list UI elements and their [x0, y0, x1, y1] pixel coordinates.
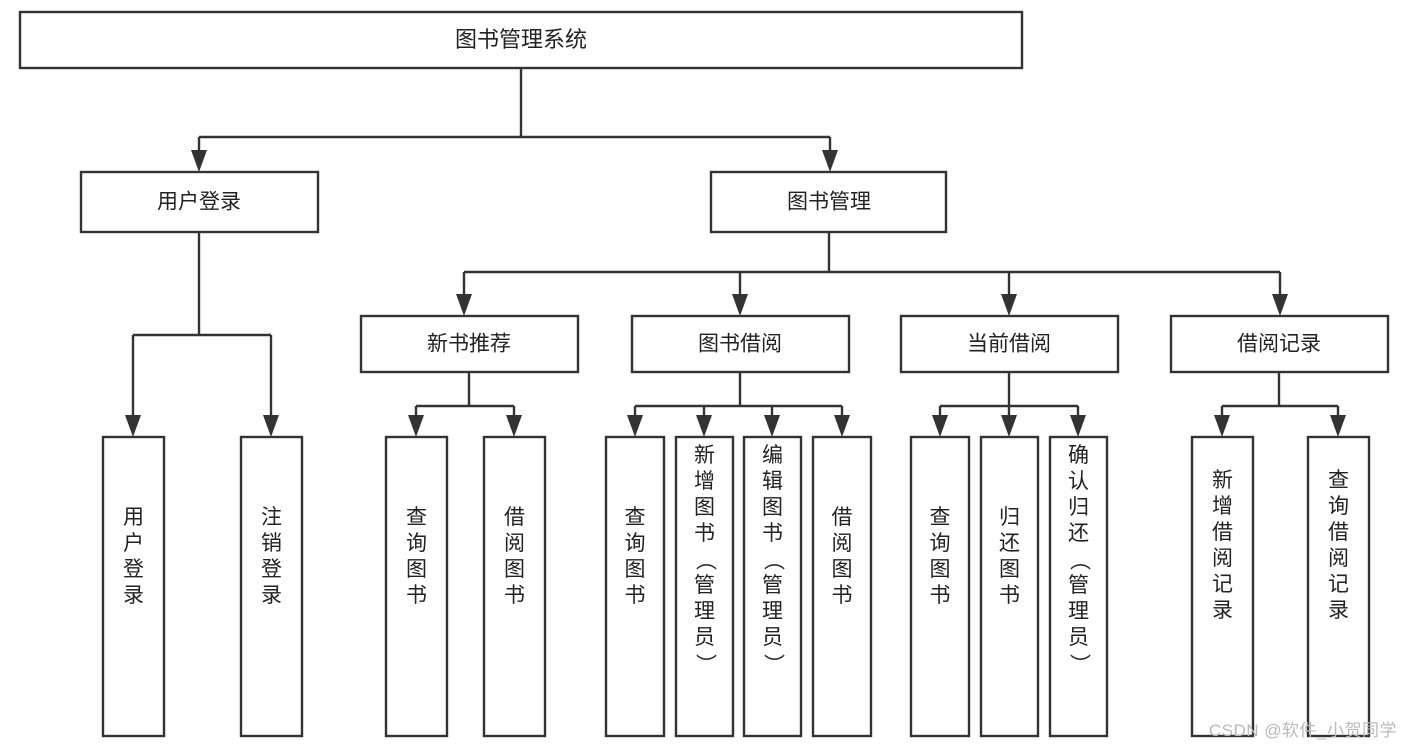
arrowhead-user-login: [191, 150, 207, 172]
arrowhead-leaf-confirm-return-admin: [1070, 415, 1086, 437]
node-book-borrow-box[interactable]: [630, 314, 851, 374]
leaf-box-add-borrow-record[interactable]: [1190, 435, 1255, 738]
connector-borrow-record-to-leaves: [1214, 372, 1346, 437]
node-user-login[interactable]: 用户登录: [79, 170, 320, 234]
leaf-box-query-book-2[interactable]: [604, 435, 666, 738]
connector-current-borrow-to-leaves: [932, 372, 1086, 437]
arrowhead-leaf-query-book-1: [408, 415, 424, 437]
connector-book-borrow-to-leaves: [627, 372, 850, 437]
arrowhead-leaf-query-book-2: [627, 415, 643, 437]
node-current-borrow-label: 当前借阅: [967, 333, 1051, 356]
leaf-box-user-login[interactable]: [101, 435, 166, 738]
node-borrow-record[interactable]: 借阅记录: [1169, 314, 1390, 374]
arrowhead-borrow-record: [1272, 294, 1288, 316]
node-user-login-label: 用户登录: [157, 191, 241, 214]
node-borrow-record-box[interactable]: [1169, 314, 1390, 374]
leaf-box-query-borrow-record[interactable]: [1306, 435, 1371, 738]
arrowhead-leaf-edit-book-admin: [764, 415, 780, 437]
node-borrow-record-label: 借阅记录: [1237, 333, 1321, 356]
node-root-label: 图书管理系统: [455, 27, 587, 52]
arrowhead-leaf-borrow-book-2: [834, 415, 850, 437]
node-current-borrow-box[interactable]: [899, 314, 1120, 374]
arrowhead-leaf-add-borrow-record: [1214, 415, 1230, 437]
arrowhead-leaf-query-borrow-record: [1330, 415, 1346, 437]
connector-user-login-to-leaves: [125, 232, 279, 437]
node-book-borrow-label: 图书借阅: [698, 333, 782, 356]
leaf-box-borrow-book-1[interactable]: [482, 435, 547, 738]
arrowhead-book-borrow: [732, 294, 748, 316]
arrowhead-leaf-return-book: [1001, 415, 1017, 437]
leaf-box-logout-login[interactable]: [239, 435, 304, 738]
leaf-boxes: [101, 435, 1371, 738]
arrowhead-leaf-logout-login: [263, 415, 279, 437]
arrowhead-leaf-add-book-admin: [696, 415, 712, 437]
leaf-box-query-book-1[interactable]: [384, 435, 449, 738]
arrowhead-leaf-user-login: [125, 415, 141, 437]
node-current-borrow[interactable]: 当前借阅: [899, 314, 1120, 374]
leaf-box-query-book-3[interactable]: [909, 435, 971, 738]
arrowhead-book-manage: [822, 150, 838, 172]
arrowhead-leaf-query-book-3: [932, 415, 948, 437]
csdn-watermark: CSDN @软件_小贺同学: [1208, 721, 1397, 740]
leaf-box-confirm-return-admin[interactable]: [1048, 435, 1109, 738]
node-root-box[interactable]: [18, 10, 1024, 70]
node-book-manage-label: 图书管理: [787, 191, 871, 214]
node-book-manage[interactable]: 图书管理: [709, 170, 948, 234]
connector-book-manage-to-level3: [456, 232, 1288, 316]
node-new-book-recommend-label: 新书推荐: [427, 333, 511, 356]
node-book-borrow[interactable]: 图书借阅: [630, 314, 851, 374]
node-new-book-recommend[interactable]: 新书推荐: [359, 314, 580, 374]
leaf-box-return-book[interactable]: [979, 435, 1040, 738]
node-book-manage-box[interactable]: [709, 170, 948, 234]
arrowhead-current-borrow: [1001, 294, 1017, 316]
leaf-box-edit-book-admin[interactable]: [742, 435, 803, 738]
node-root[interactable]: 图书管理系统: [18, 10, 1024, 70]
leaf-box-borrow-book-2[interactable]: [811, 435, 873, 738]
connector-root-to-level2: [191, 68, 838, 172]
connector-new-book-recommend-to-leaves: [408, 372, 522, 437]
arrowhead-leaf-borrow-book-1: [506, 415, 522, 437]
node-new-book-recommend-box[interactable]: [359, 314, 580, 374]
arrowhead-new-book-recommend: [456, 294, 472, 316]
leaf-box-add-book-admin[interactable]: [674, 435, 735, 738]
